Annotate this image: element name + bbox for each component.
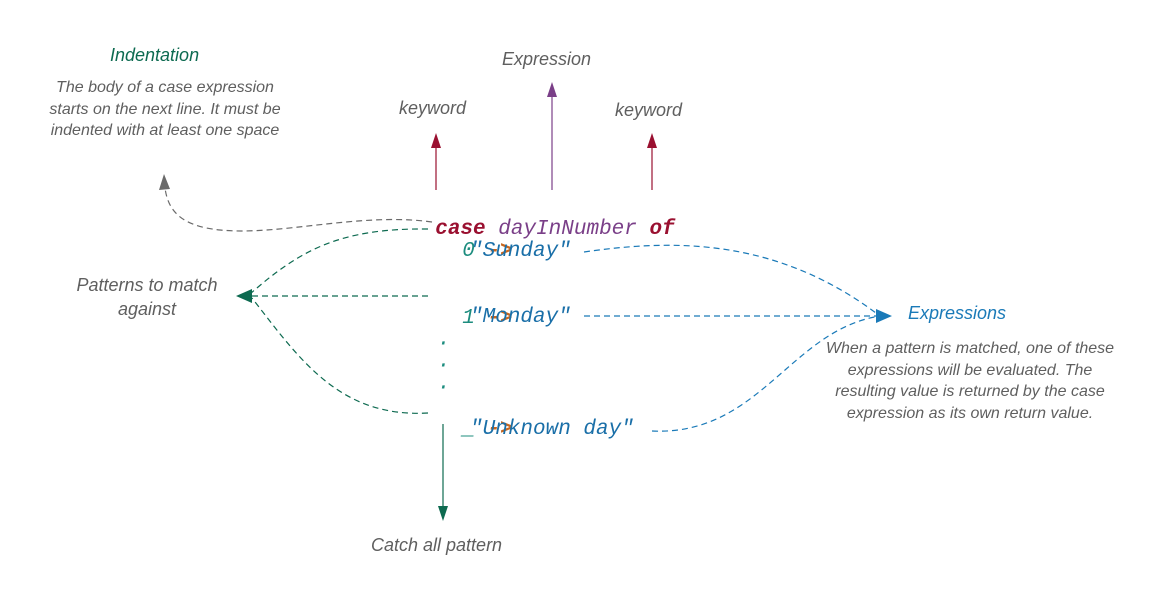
pattern-arrows — [236, 228, 429, 414]
indentation-description: The body of a case expression starts on … — [49, 79, 281, 139]
keyword-left-arrow — [431, 133, 441, 190]
dot-3: · — [437, 377, 450, 400]
pattern-wildcard: _ — [462, 418, 475, 441]
catch-all-label: Catch all pattern — [371, 535, 503, 555]
arrow-wildcard: -> — [487, 418, 513, 441]
case-keyword: case — [435, 218, 486, 241]
dot-1: · — [437, 333, 450, 356]
indentation-arrow — [159, 174, 433, 232]
pattern-line-1: 1 -> — [437, 284, 513, 330]
arrow-0: -> — [487, 240, 513, 263]
expressions-description: When a pattern is matched, one of these … — [825, 340, 1115, 422]
expression-label: Expression — [502, 49, 592, 69]
of-keyword: of — [649, 218, 675, 241]
indentation-title: Indentation — [110, 45, 200, 65]
patterns-label: Patterns to match against — [76, 275, 218, 319]
expression-arrows — [583, 244, 892, 432]
case-subject: dayInNumber — [498, 218, 637, 241]
pattern-0: 0 — [462, 240, 475, 263]
case-line: case dayInNumber of — [410, 195, 675, 241]
keyword-right-label: keyword — [615, 100, 683, 120]
expression-arrow — [547, 82, 557, 190]
result-wildcard: "Unknown day" — [470, 418, 634, 441]
keyword-right-arrow — [647, 133, 657, 190]
keyword-left-label: keyword — [399, 98, 467, 118]
dot-2: · — [437, 355, 450, 378]
catch-all-arrow — [438, 424, 448, 521]
pattern-line-0: 0 -> — [437, 217, 513, 263]
result-0: "Sunday" — [470, 240, 571, 263]
pattern-line-wildcard: _ -> — [437, 395, 513, 441]
result-1: "Monday" — [470, 306, 571, 329]
expressions-title: Expressions — [908, 303, 1007, 323]
pattern-1: 1 — [462, 307, 475, 330]
arrow-1: -> — [487, 307, 513, 330]
